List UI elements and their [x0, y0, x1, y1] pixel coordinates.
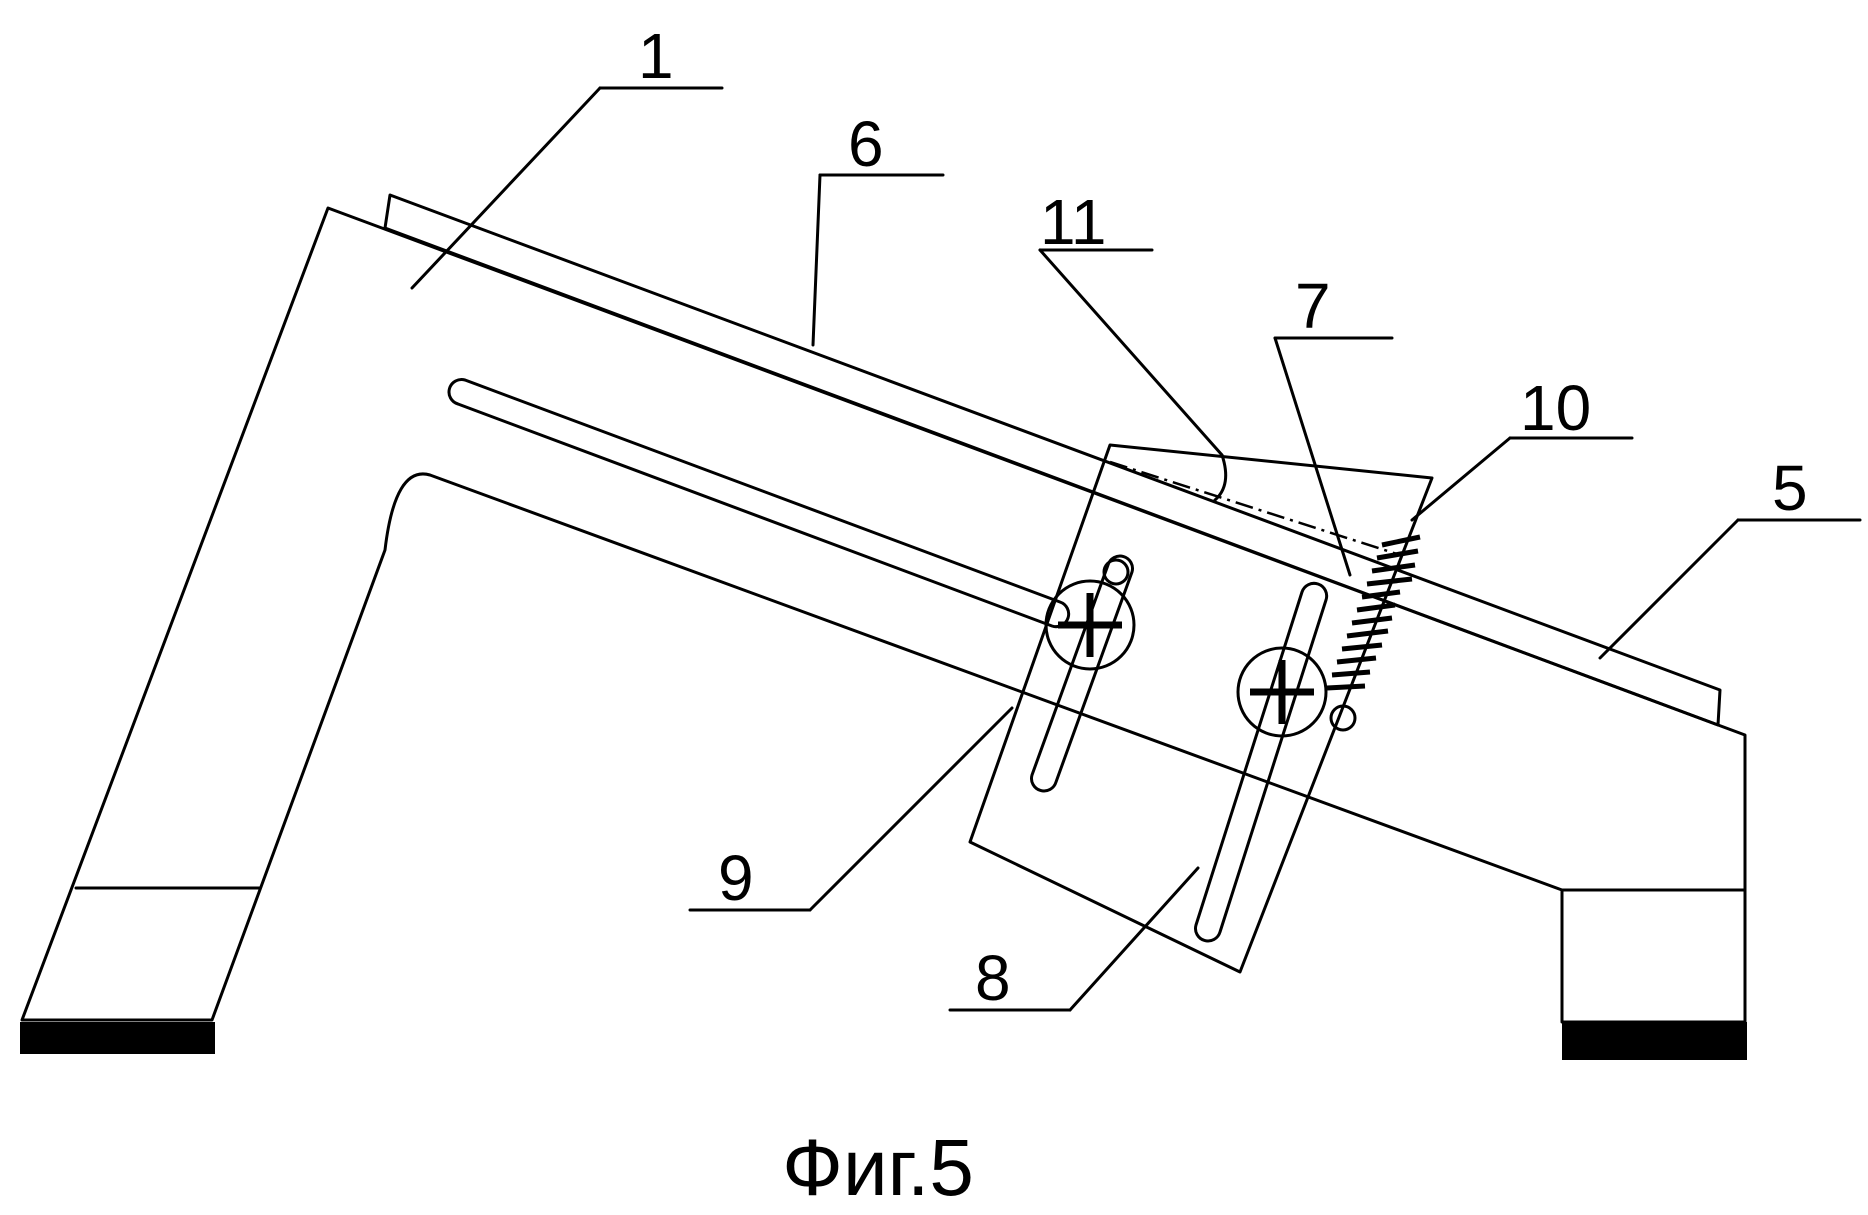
right-foot [1560, 888, 1747, 1024]
leader-lines [410, 86, 1862, 1012]
reference-line [1109, 460, 1401, 557]
screw-left [1044, 579, 1136, 671]
label-9: 9 [718, 842, 754, 914]
label-6: 6 [848, 108, 884, 180]
label-5: 5 [1772, 452, 1808, 524]
figure-caption: Фиг.5 [782, 1123, 974, 1210]
label-7: 7 [1295, 270, 1331, 342]
label-11: 11 [1040, 186, 1106, 258]
screw-right [1236, 646, 1328, 738]
plate-slot-right [1194, 581, 1329, 943]
right-foot-pad [1562, 1022, 1747, 1060]
scale-ticks [1326, 534, 1421, 691]
label-1: 1 [638, 20, 674, 92]
adjustable-plate [968, 443, 1434, 974]
body-slot [447, 378, 1071, 629]
main-body [20, 206, 1747, 1022]
left-foot-pad [20, 1022, 215, 1054]
screw-boss-lower [1329, 704, 1357, 732]
plate-slot-left [1030, 554, 1134, 793]
screw-boss-upper [1102, 558, 1130, 586]
label-10: 10 [1520, 372, 1591, 444]
angle-arc [1213, 453, 1228, 502]
label-8: 8 [975, 942, 1011, 1014]
